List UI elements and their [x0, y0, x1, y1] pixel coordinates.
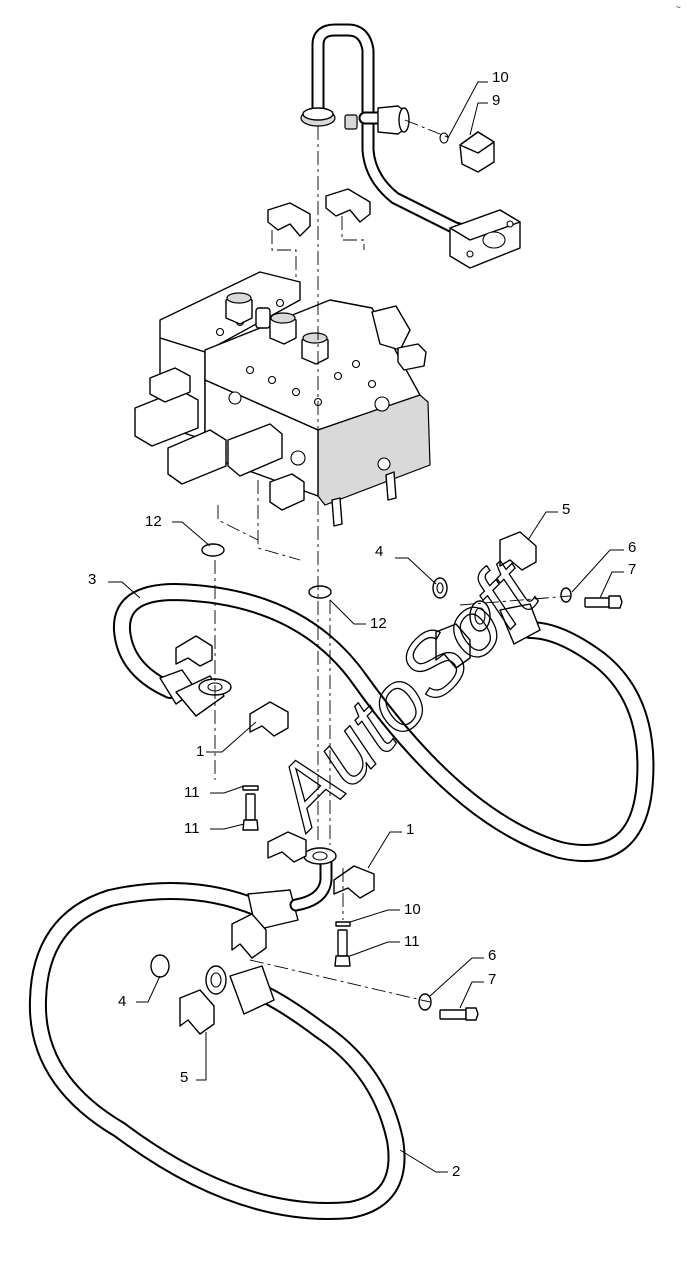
callout-5-upper: 5 — [562, 501, 570, 518]
corner-mark: ~ — [676, 3, 681, 12]
hose-2 — [28, 847, 406, 1220]
callout-7-upper: 7 — [628, 561, 636, 578]
callout-6-upper: 6 — [628, 539, 636, 556]
callout-9: 10 — [492, 69, 509, 86]
hose-3-hardware — [201, 543, 623, 831]
callout-1-upper: 1 — [196, 743, 204, 760]
callout-11-upper: 11 — [184, 820, 200, 837]
callouts: 10 9 12 3 4 5 6 7 12 1 11 11 1 10 11 6 7… — [88, 69, 636, 1180]
callout-4-upper: 4 — [375, 543, 383, 560]
hose-2-flange-halves — [179, 831, 375, 1035]
callout-12-upper: 12 — [145, 513, 162, 530]
callout-7-lower: 7 — [488, 971, 496, 988]
top-flange-halves — [267, 188, 371, 280]
callout-6-lower: 6 — [488, 947, 496, 964]
callout-10-upper: 11 — [184, 784, 200, 801]
control-valve-block — [134, 271, 431, 561]
callout-1-lower: 1 — [406, 821, 414, 838]
callout-10-lower: 10 — [404, 901, 421, 918]
callout-5-lower: 5 — [180, 1069, 188, 1086]
watermark-text: AutoSoft — [251, 541, 558, 848]
top-pipe-assembly — [300, 23, 521, 269]
callout-11-lower: 11 — [404, 933, 420, 950]
assembly-axes — [214, 119, 571, 1003]
hose-3 — [112, 583, 655, 863]
hose-3-flange-halves — [175, 531, 537, 737]
callout-12-lower: 12 — [370, 615, 387, 632]
callout-8: 9 — [492, 92, 500, 109]
callout-3: 3 — [88, 571, 96, 588]
hose-2-hardware — [150, 921, 479, 1021]
callout-2: 2 — [452, 1163, 460, 1180]
callout-4-lower: 4 — [118, 993, 126, 1010]
